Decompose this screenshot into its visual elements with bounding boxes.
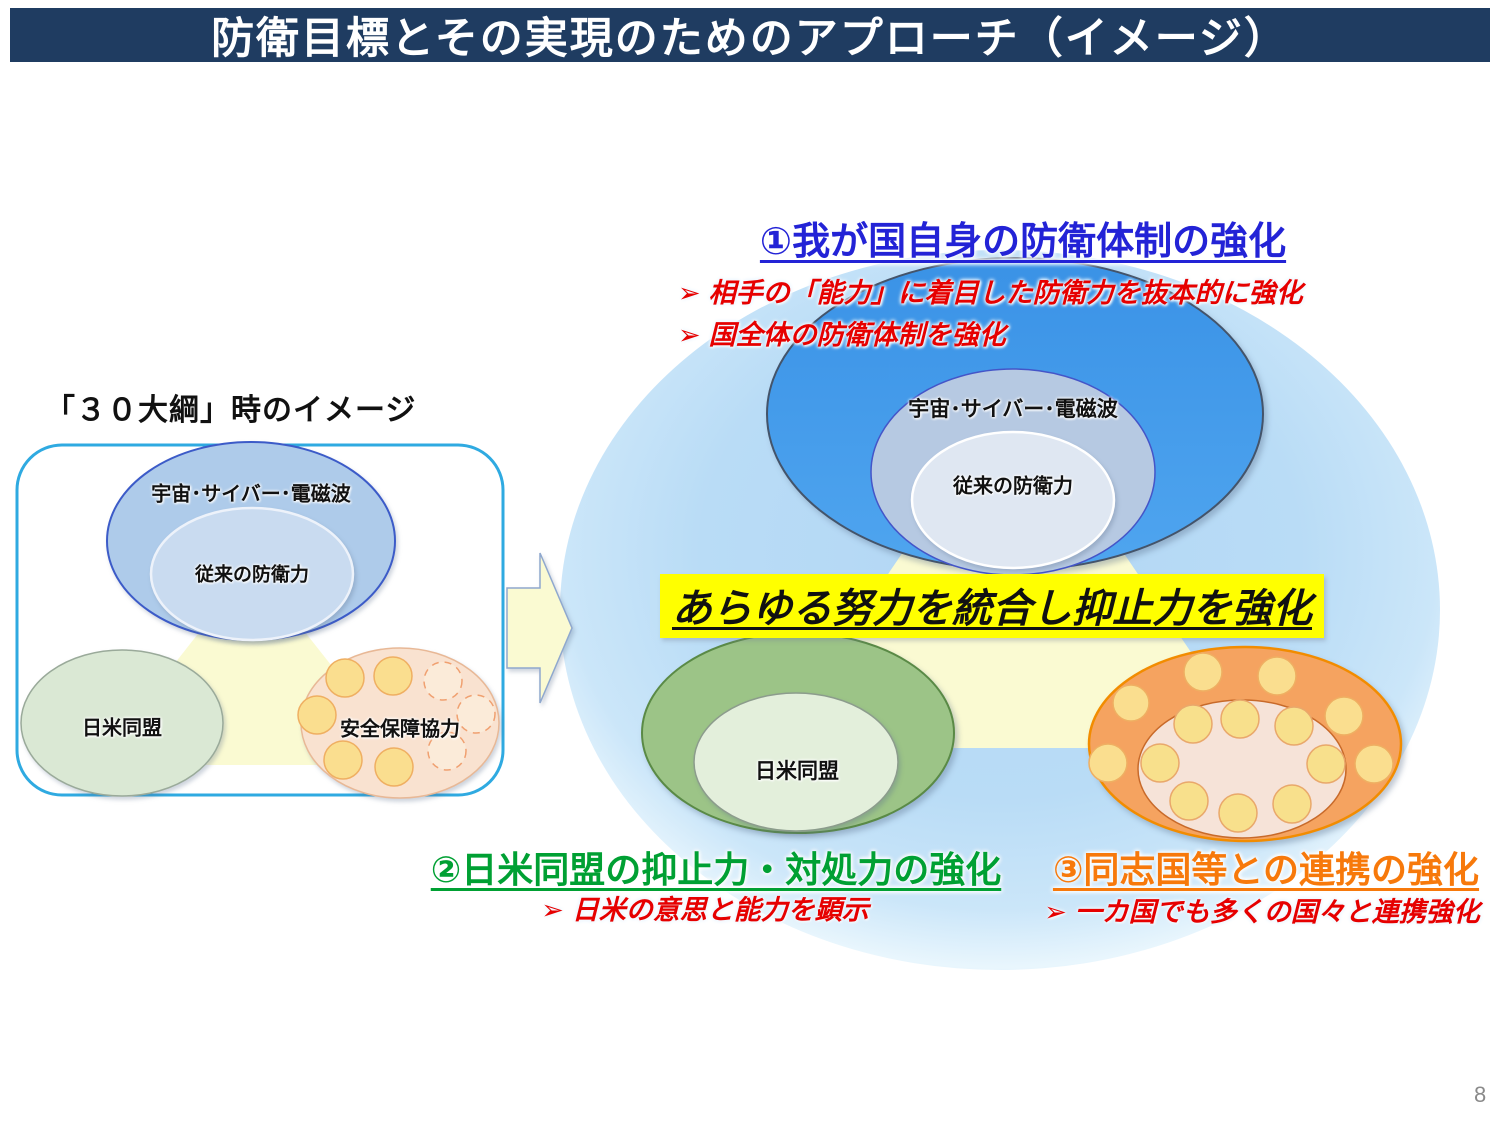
space-cyber-label: 宇宙･サイバー･電磁波 xyxy=(908,398,1118,421)
header-band: 防衛目標とその実現のためのアプローチ（イメージ） xyxy=(10,8,1490,63)
bullet-arrow-icon: ➢ xyxy=(541,895,564,925)
conventional-label: 従来の防衛力 xyxy=(953,475,1073,498)
legacy-space-cyber-label: 宇宙･サイバー･電磁波 xyxy=(151,483,351,506)
bullet-arrow-icon: ➢ xyxy=(678,278,701,308)
bullet-arrow-icon: ➢ xyxy=(678,320,701,350)
legacy-partner-dots-solid xyxy=(297,656,414,787)
goal1-heading: ①我が国自身の防衛体制の強化 xyxy=(759,221,1287,263)
goal3-heading: ③同志国等との連携の強化 xyxy=(1052,849,1480,890)
legacy-partner-dots-dashed xyxy=(423,661,496,771)
goal1-bullet-1: ➢相手の「能力」に着目した防衛力を抜本的に強化 xyxy=(678,278,1303,308)
legacy-conventional-label: 従来の防衛力 xyxy=(194,564,310,586)
goal2-heading: ②日米同盟の抑止力・対処力の強化 xyxy=(430,849,1002,890)
transition-arrow xyxy=(506,552,573,704)
legacy-caption: 「３０大綱」時のイメージ xyxy=(45,394,417,427)
slide-title: 防衛目標とその実現のためのアプローチ（イメージ） xyxy=(211,15,1289,63)
legacy-conventional-ellipse xyxy=(149,506,355,642)
conventional-force-ellipse xyxy=(910,430,1116,570)
legacy-alliance-label: 日米同盟 xyxy=(82,717,162,740)
bullet-arrow-icon: ➢ xyxy=(1044,897,1067,927)
legacy-security-coop-label: 安全保障協力 xyxy=(340,718,460,741)
legacy-alliance-ellipse xyxy=(20,649,224,797)
goal1-bullet-2: ➢国全体の防衛体制を強化 xyxy=(678,320,1006,350)
partner-dots-inner xyxy=(1140,699,1346,833)
goal1-bullets: ➢相手の「能力」に着目した防衛力を抜本的に強化 ➢国全体の防衛体制を強化 xyxy=(678,272,1303,356)
goal2-bullet: ➢日米の意思と能力を顕示 xyxy=(541,895,869,925)
goal3-bullet: ➢一カ国でも多くの国々と連携強化 xyxy=(1044,897,1480,927)
partner-dots-outer xyxy=(1088,652,1394,784)
page-number: 8 xyxy=(1474,1082,1487,1107)
alliance-label: 日米同盟 xyxy=(755,760,839,783)
center-banner: あらゆる努力を統合し抑止力を強化 xyxy=(660,574,1324,638)
alliance-inner-ellipse xyxy=(693,692,899,832)
